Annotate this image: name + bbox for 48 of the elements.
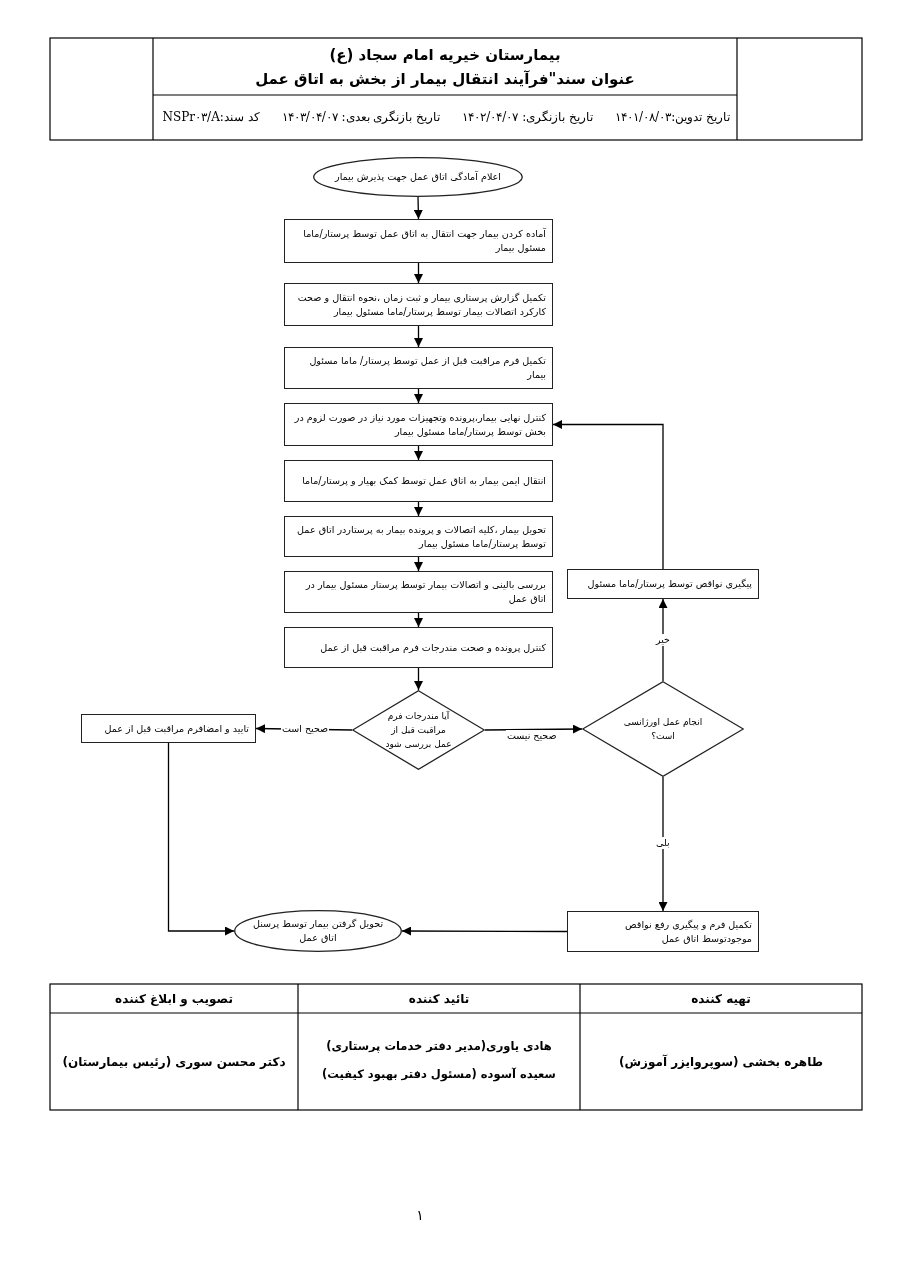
document-info: تاریخ تدوین:۱۴۰۱/۰۸/۰۳ [615,110,730,124]
edge-label: خیر [655,634,671,646]
column-header: تائید کننده [407,991,471,1008]
arrow [414,556,423,572]
arrow [552,420,664,570]
decision-diamond: آیا مندرجات فرم مراقبت قبل از عمل بررسی شود [352,690,485,770]
document-title: عنوان سند"فرآیند انتقال بیمار از بخش به اتاق عمل [254,69,636,90]
process-box: تایید و امضافرم مراقبت قبل از عمل [81,714,256,743]
column-header: تصویب و ابلاغ کننده [114,991,234,1009]
column-header: تهیه کننده [690,991,752,1008]
arrow [484,724,583,734]
table-cell-text: سعیده آسوده (مسئول دفتر بهبود کیفیت) [321,1066,557,1084]
table-cell-text: دکتر محسن سوری (رئیس بیمارستان) [61,1053,287,1072]
table-cell-text: طاهره بخشی (سوپروایزر آموزش) [618,1053,824,1072]
table-cell-text: هادی یاوری(مدیر دفتر خدمات پرستاری) [325,1038,553,1056]
arrow [414,501,423,517]
arrow [414,612,423,628]
arrow [414,325,423,348]
arrow [167,742,235,936]
terminal-ellipse: تحویل گرفتن بیمار توسط پرسنل اتاق عمل [234,910,402,952]
process-box: انتقال ایمن بیمار به اتاق عمل توسط کمک بهیار و پرستار/ماما [284,460,553,502]
edge-label: بلی [655,837,671,849]
process-box: تکمیل فرم مراقبت قبل از عمل توسط پرستار/ ماما مسئول بیمار [284,347,553,389]
process-box: کنترل پرونده و صحت مندرجات فرم مراقبت قبل از عمل [284,627,553,668]
arrow [414,667,423,691]
decision-diamond: انجام عمل اورژانسی است؟ [582,681,744,777]
document-info: کد سند:NSPr۰۳/A [162,110,260,124]
edge-label: صحیح است [281,723,330,735]
arrow [414,262,423,284]
arrow [658,776,668,912]
arrow [401,926,568,936]
process-box: تحویل بیمار ،کلیه اتصالات و پرونده بیمار به پرستاردر اتاق عمل توسط پرستار/ماما مسئول بیمار [284,516,553,557]
process-box: تکمیل گزارش پرستاری بیمار و ثبت زمان ،نحوه انتقال و صحت کارکرد اتصالات بیمار توسط پرستار/ماما مسئول بیمار [284,283,553,326]
page-number: ۱ [415,1206,425,1225]
document-info: تاریخ بازنگری: ۱۴۰۲/۰۴/۰۷ [462,110,594,124]
process-box: پیگیری نواقص توسط پرستار/ماما مسئول [567,569,759,599]
arrow [413,196,423,220]
document-info: تاریخ بازنگری بعدی: ۱۴۰۳/۰۴/۰۷ [281,110,441,124]
arrow [414,445,423,461]
arrow [414,388,423,404]
process-box: بررسی بالینی و اتصالات بیمار توسط پرستار مسئول بیمار در اتاق عمل [284,571,553,613]
header-title: بیمارستان خیریه امام سجاد (ع) [328,45,562,66]
terminal-ellipse: اعلام آمادگی اتاق عمل جهت پذیرش بیمار [313,157,523,197]
process-box: کنترل نهایی بیمار،پرونده وتجهیزات مورد نیاز در صورت لزوم در بخش توسط پرستار/ماما مسئول بیمار [284,403,553,446]
arrow [658,598,668,682]
process-box: تکمیل فرم و پیگیری رفع نواقص موجودتوسط اتاق عمل [567,911,759,952]
process-box: آماده کردن بیمار جهت انتقال به اتاق عمل توسط پرستار/ماما مسئول بیمار [284,219,553,263]
edge-label: صحیح نیست [506,730,558,742]
